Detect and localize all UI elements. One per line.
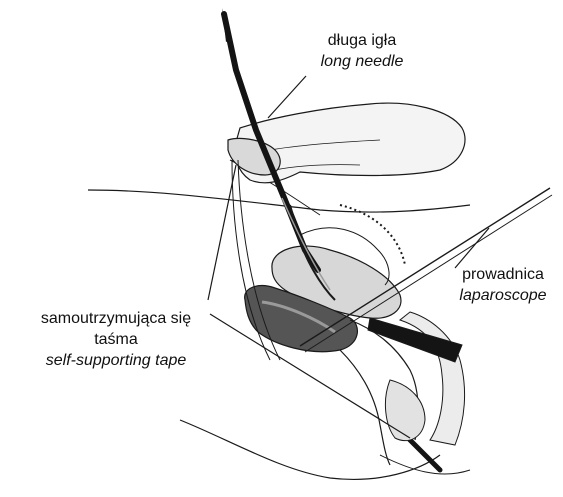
label-laparoscope: prowadnica laparoscope [440,264,563,306]
label-laparoscope-en: laparoscope [440,285,563,306]
label-long-needle-en: long needle [282,51,442,72]
leader-needle [268,76,306,118]
leader-tape-upper [208,165,236,300]
label-tape-pl-1: samoutrzymująca się [0,308,232,329]
label-long-needle-pl: długa igła [282,30,442,51]
leader-laparoscope [455,228,489,268]
label-tape-en: self-supporting tape [0,350,232,371]
label-laparoscope-pl: prowadnica [440,264,563,285]
label-tape: samoutrzymująca się taśma self-supportin… [0,308,232,371]
exit-needle-handle [385,380,425,441]
canal-line-b [340,350,390,465]
label-tape-pl-2: taśma [0,329,232,350]
label-long-needle: długa igła long needle [282,30,442,72]
